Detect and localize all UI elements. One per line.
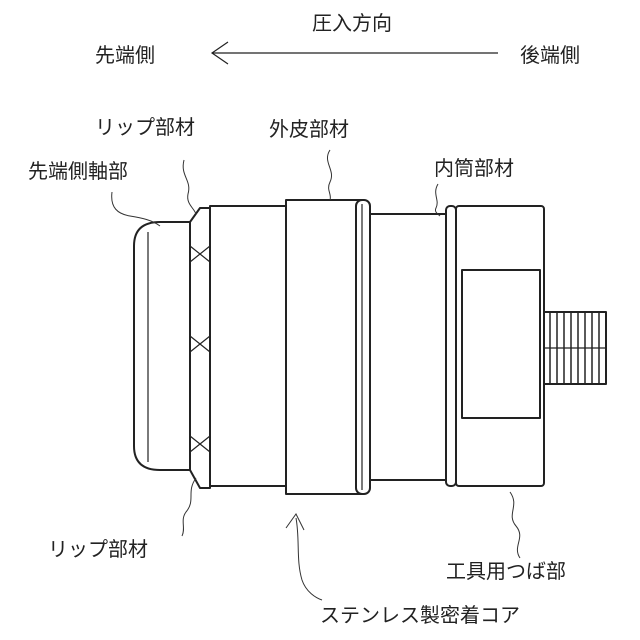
tool-flange [446,206,544,486]
stainless-core-arrowhead [286,514,304,530]
lip-member-rings [190,208,210,488]
press-fit-direction-title: 圧入方向 [312,11,392,35]
lip-member-top-label: リップ部材 [95,115,195,139]
outer-skin-member [286,200,370,494]
rear-side-label: 後端側 [520,43,580,67]
front-shaft-label: 先端側軸部 [28,159,128,183]
outer-skin-label: 外皮部材 [269,117,349,141]
front-shaft-body [134,222,190,470]
stainless-core-arrow [296,518,322,600]
lip-holder-body [210,206,286,486]
front-shaft-leader [112,192,160,226]
tool-flange-leader [510,492,520,558]
threaded-rod [544,312,606,384]
direction-arrow [212,42,498,64]
inner-tube-label: 内筒部材 [434,156,514,180]
inner-tube-leader [435,184,440,216]
front-side-label: 先端側 [95,43,155,67]
inner-tube-member [370,214,446,480]
lip-member-top-leader [183,160,196,214]
lip-member-bottom-label: リップ部材 [48,537,148,561]
lip-member-bottom-leader [182,478,196,536]
tool-flange-label: 工具用つば部 [446,559,566,583]
outer-skin-leader [327,150,331,200]
stainless-core-label: ステンレス製密着コア [320,603,520,627]
